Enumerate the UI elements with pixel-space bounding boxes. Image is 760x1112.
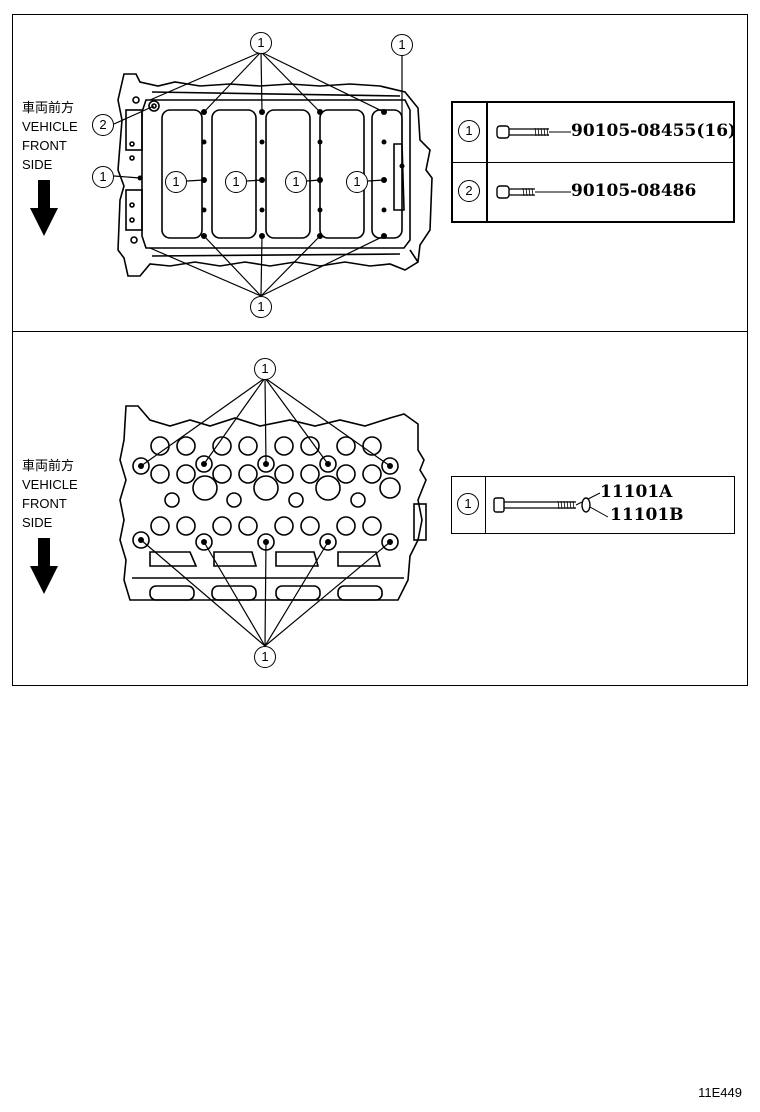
front-arrow-icon — [30, 180, 58, 236]
bolt-icon — [496, 185, 571, 199]
vehicle-front-label-top: 車両前方 VEHICLE FRONT SIDE — [22, 100, 78, 172]
callout-1: 1 — [458, 120, 480, 142]
top-head-drawing — [113, 51, 433, 297]
bottom-panel — [12, 331, 748, 686]
callout-1: 1 — [457, 493, 479, 515]
callout-1: 1 — [225, 171, 247, 193]
part-number: 90105-08455(16) — [571, 121, 737, 141]
legend-row: 2 90105-08486 — [453, 163, 733, 221]
callout-1: 1 — [250, 296, 272, 318]
callout-2: 2 — [92, 114, 114, 136]
bottom-head-drawing — [119, 377, 427, 647]
callout-1: 1 — [346, 171, 368, 193]
callout-1: 1 — [165, 171, 187, 193]
callout-2: 2 — [458, 180, 480, 202]
legend-row: 1 90105-08455(16) — [453, 103, 737, 163]
callout-1: 1 — [285, 171, 307, 193]
callout-1: 1 — [254, 646, 276, 668]
callout-1: 1 — [254, 358, 276, 380]
part-number: 11101A — [600, 482, 673, 502]
part-number: 11101B — [610, 505, 684, 525]
callout-1: 1 — [250, 32, 272, 54]
vehicle-front-label-bottom: 車両前方 VEHICLE FRONT SIDE — [22, 458, 78, 530]
callout-1: 1 — [391, 34, 413, 56]
front-arrow-icon — [30, 538, 58, 594]
illustration-code: 11E449 — [698, 1085, 742, 1100]
part-number: 90105-08486 — [571, 181, 697, 201]
top-parts-legend: 1 90105-08455(16) 2 90105-08486 — [451, 101, 737, 223]
bottom-parts-legend: 1 11101A 11101B — [451, 476, 735, 534]
bolt-icon — [496, 125, 571, 139]
head-bolt-washer-icon — [493, 492, 609, 518]
callout-1: 1 — [92, 166, 114, 188]
